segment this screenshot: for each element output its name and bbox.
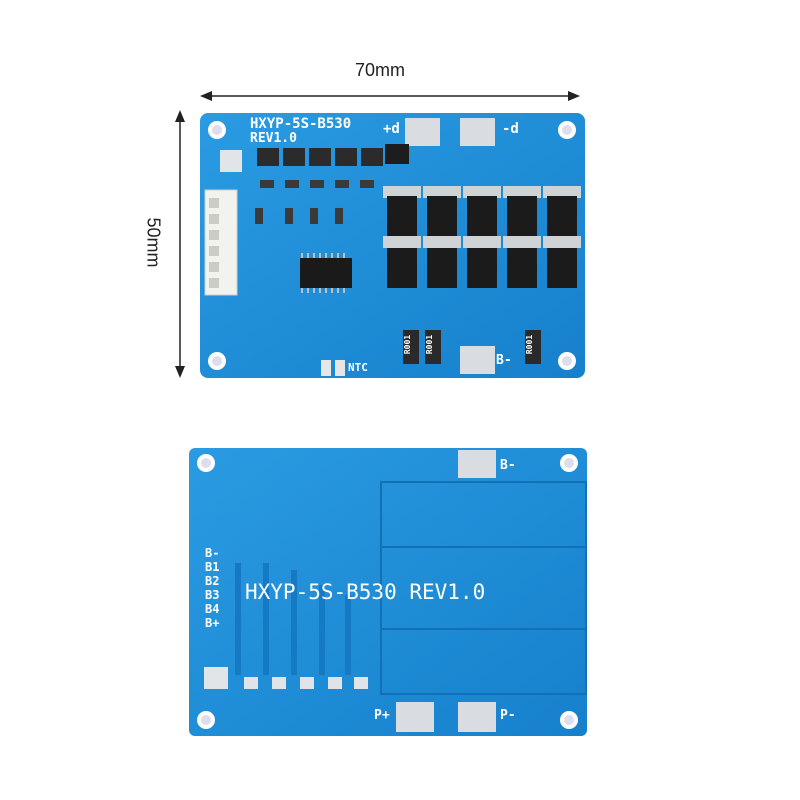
mosfet-array xyxy=(383,186,581,288)
width-dimension-label: 70mm xyxy=(355,60,406,80)
side-label: B1 xyxy=(205,560,220,574)
top-pad-b-minus-label: B- xyxy=(496,353,512,368)
top-pad-minus-d-label: -d xyxy=(502,121,519,137)
resistor-label-2: R001 xyxy=(425,334,435,355)
side-label: B+ xyxy=(205,616,220,630)
bottom-pad-p-minus-label: P- xyxy=(500,708,516,723)
bottom-pad-b-minus-label: B- xyxy=(500,458,516,473)
top-board-revision: REV1.0 xyxy=(250,131,297,146)
bottom-side-labels: B- B1 B2 B3 B4 B+ xyxy=(205,546,235,630)
bottom-pcb-board xyxy=(189,448,587,736)
resistor-label-3: R001 xyxy=(525,334,535,355)
side-label: B2 xyxy=(205,574,220,588)
top-board-model: HXYP-5S-B530 xyxy=(250,116,352,132)
top-pcb-board xyxy=(200,113,585,378)
side-label: B- xyxy=(205,546,220,560)
ntc-label: NTC xyxy=(348,361,368,374)
bottom-board-title: HXYP-5S-B530 REV1.0 xyxy=(245,580,486,604)
resistor-label-1: R001 xyxy=(403,334,413,355)
mounting-holes xyxy=(208,121,576,370)
bottom-pad-p-plus-label: P+ xyxy=(374,708,390,723)
side-label: B3 xyxy=(205,588,220,602)
top-pad-plus-d-label: +d xyxy=(383,121,400,137)
side-label: B4 xyxy=(205,602,220,616)
